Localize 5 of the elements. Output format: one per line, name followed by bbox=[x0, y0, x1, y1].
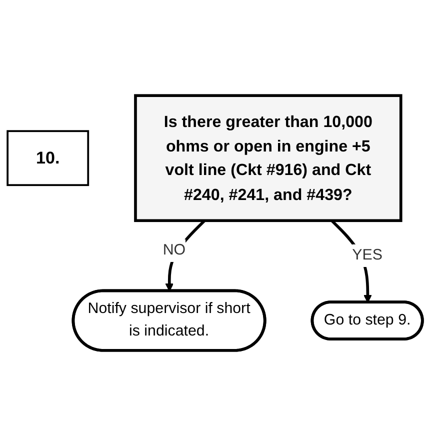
node-box: 10. bbox=[6, 130, 90, 186]
edge-label: NO bbox=[162, 242, 186, 258]
node-box: Is there greater than 10,000 ohms or open in engine +5 volt line (Ckt #916) and Ckt #240, #241, and #439? bbox=[134, 94, 402, 222]
arrow bbox=[165, 220, 206, 292]
edge-label: YES bbox=[352, 247, 382, 264]
